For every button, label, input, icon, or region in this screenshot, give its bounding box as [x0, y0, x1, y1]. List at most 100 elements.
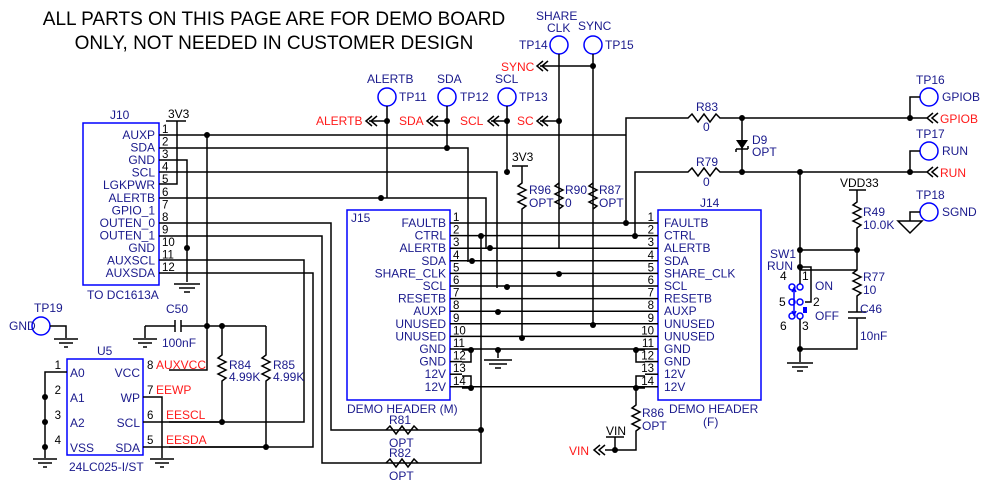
net-port-vin[interactable]: VIN: [569, 444, 615, 458]
test-point-icon: [497, 87, 517, 107]
diode-d9[interactable]: D9 OPT: [735, 118, 777, 172]
switch-contact-icon: [788, 312, 796, 320]
net-port-gpiob[interactable]: GPIOB: [910, 112, 978, 126]
resistor-r81: [385, 424, 419, 436]
pin-number: 6: [453, 275, 459, 287]
j15-caption: DEMO HEADER (M): [347, 402, 458, 416]
test-point-tp13[interactable]: SCL TP13: [495, 72, 548, 107]
j14-caption-1: DEMO HEADER: [669, 402, 759, 416]
wire: [909, 150, 920, 172]
resistor-r49-r77: [849, 189, 866, 312]
pin-name: ALERTB: [109, 191, 155, 205]
r83-ref: R83: [696, 100, 718, 114]
test-point-tp11[interactable]: ALERTB TP11: [367, 72, 427, 107]
net-port-sync[interactable]: SYNC: [501, 60, 549, 74]
wire-outen0: [159, 222, 386, 431]
pin-name: LGKPWR: [103, 178, 155, 192]
pin-name: 12V: [425, 367, 446, 381]
offpage-arrow-icon: [592, 444, 615, 456]
pin-number: 8: [648, 300, 654, 312]
junction: [469, 258, 475, 264]
r86-ref: R86: [642, 406, 664, 420]
j10-gnd-wire: [159, 159, 188, 282]
u5-pin-3: A23: [55, 410, 85, 430]
r82-ref: R82: [389, 446, 411, 460]
offpage-arrow-icon: [910, 166, 939, 178]
pin-name: SDA: [115, 441, 140, 455]
r86-value: OPT: [642, 419, 667, 433]
net-port-run[interactable]: RUN: [910, 166, 966, 180]
junction: [42, 444, 48, 450]
net-port-scl[interactable]: SCL: [460, 114, 500, 128]
wire: [369, 65, 593, 122]
r49-ref: R49: [863, 205, 885, 219]
pin-number: 2: [648, 225, 654, 237]
test-point-tp12[interactable]: SDA TP12: [437, 72, 489, 107]
tp11-label: ALERTB: [367, 72, 413, 86]
u5-pin-1: A01: [55, 360, 85, 380]
junction: [42, 394, 48, 400]
resistor-r82: [385, 457, 419, 469]
switch-contact-icon: [788, 283, 796, 291]
net-label: SCL: [460, 114, 484, 128]
pin-name: SDA: [664, 254, 689, 268]
junction: [184, 245, 190, 251]
pin-number: 2: [453, 225, 459, 237]
switch-contact-icon: [788, 298, 796, 306]
pin-number: 10: [162, 237, 175, 249]
net-port-alertb[interactable]: ALERTB: [316, 114, 378, 128]
junction: [590, 322, 596, 328]
resistor-r90: [553, 182, 565, 210]
r90-value: 0: [565, 196, 572, 210]
junction: [478, 427, 484, 433]
offpage-arrow-icon: [910, 112, 939, 124]
pin-number: 11: [642, 338, 654, 350]
test-point-tp14[interactable]: SHARE CLK TP14: [519, 9, 577, 55]
connector-j14[interactable]: J14 DEMO HEADER (F) FAULTB1CTRL2ALERTB3S…: [641, 196, 762, 429]
net-label: EEWP: [156, 383, 191, 397]
sw1-pin1: 1: [802, 269, 809, 283]
pin-number: 10: [453, 325, 466, 337]
switch-sw1[interactable]: SW1 RUN 4 1 5 2 6 3 ON OFF: [767, 247, 839, 333]
test-point-tp19[interactable]: TP19 GND: [9, 301, 63, 336]
test-point-tp16[interactable]: TP16 GPIOB: [916, 73, 980, 107]
pin-number: 4: [55, 435, 62, 447]
sw1-pin5: 5: [779, 295, 786, 309]
test-point-tp18[interactable]: TP18 SGND: [916, 188, 977, 222]
test-point-tp15[interactable]: SYNC TP15: [578, 19, 634, 55]
tp17-ref: TP17: [916, 127, 945, 141]
r90-ref: R90: [565, 183, 587, 197]
net-label: SDA: [399, 114, 424, 128]
test-point-tp17[interactable]: TP17 RUN: [916, 127, 968, 161]
net-port-sda[interactable]: SDA: [399, 114, 439, 128]
pin-name: RESETB: [664, 292, 712, 306]
pin-number: 1: [453, 212, 459, 224]
pin-number: 5: [648, 262, 654, 274]
pin-name: GND: [128, 241, 155, 255]
j14-body: [657, 209, 762, 401]
r81-ref: R81: [389, 413, 411, 427]
tp14-label-2: CLK: [547, 21, 570, 35]
net-label: SC: [517, 114, 534, 128]
pin-number: 13: [641, 363, 654, 375]
net-port-sc[interactable]: SC: [517, 114, 549, 128]
test-point-icon: [919, 202, 939, 222]
pin-number: 8: [162, 212, 168, 224]
pin-number: 11: [453, 338, 465, 350]
offpage-arrow-icon: [364, 115, 378, 127]
u5-body: [66, 358, 144, 456]
net-label: GPIOB: [940, 112, 978, 126]
